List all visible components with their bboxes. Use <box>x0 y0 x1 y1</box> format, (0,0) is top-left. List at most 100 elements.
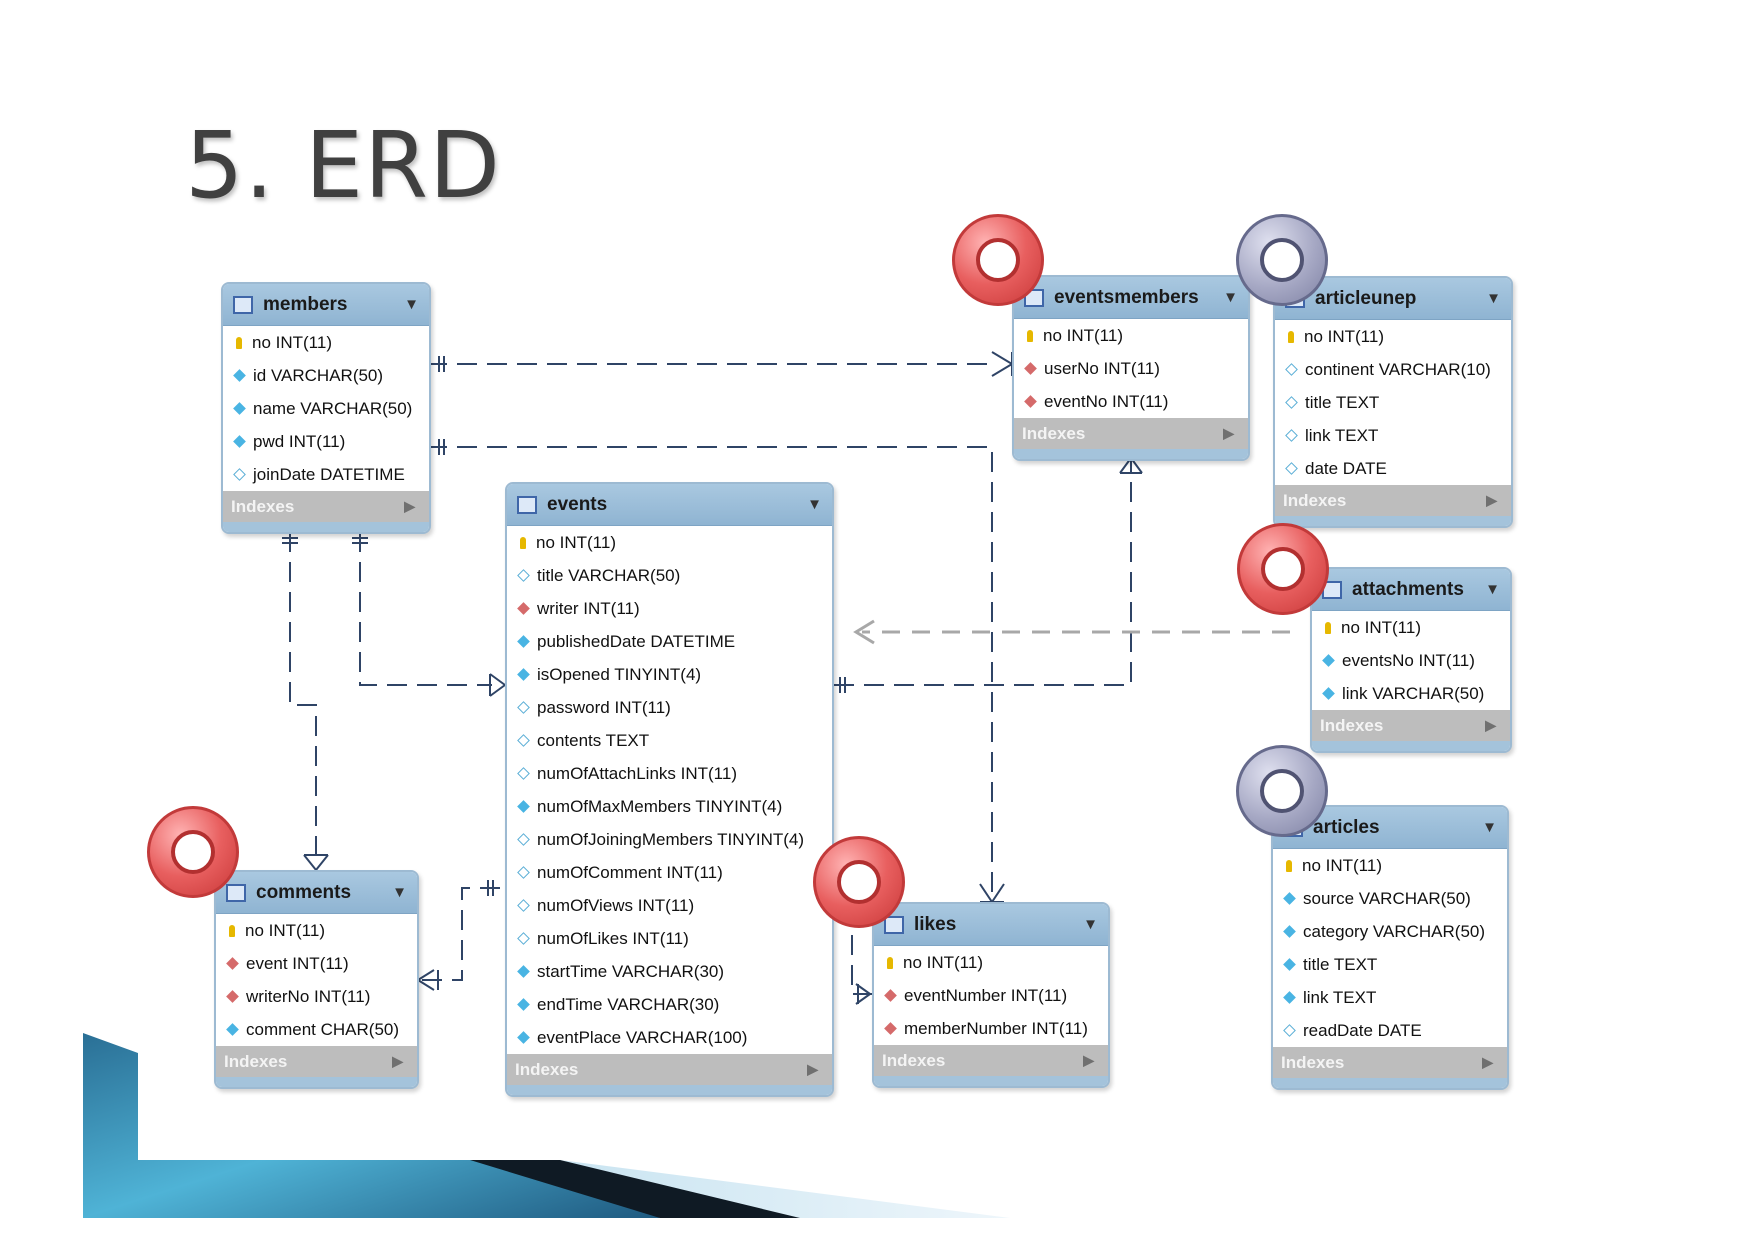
column-row[interactable]: eventNumber INT(11) <box>874 979 1108 1012</box>
column-row[interactable]: no INT(11) <box>1014 319 1248 352</box>
column-label: no INT(11) <box>245 920 325 940</box>
column-row[interactable]: no INT(11) <box>874 946 1108 979</box>
column-row[interactable]: no INT(11) <box>1273 849 1507 882</box>
indexes-bar[interactable]: Indexes▶ <box>1014 418 1248 449</box>
table-articles[interactable]: articles ▼ no INT(11)source VARCHAR(50)c… <box>1271 805 1509 1090</box>
column-label: readDate DATE <box>1303 1020 1422 1040</box>
rel-events-comments <box>418 887 500 981</box>
table-header[interactable]: eventsmembers ▼ <box>1014 277 1248 319</box>
collapse-arrow-icon[interactable]: ▼ <box>807 496 822 513</box>
collapse-arrow-icon[interactable]: ▼ <box>1482 819 1497 836</box>
column-label: joinDate DATETIME <box>253 464 405 484</box>
column-label: eventNumber INT(11) <box>904 985 1068 1005</box>
table-footer <box>216 1077 417 1087</box>
column-row[interactable]: writer INT(11) <box>507 592 832 625</box>
column-row[interactable]: password INT(11) <box>507 691 832 724</box>
column-row[interactable]: no INT(11) <box>507 526 832 559</box>
column-filled-diamond-icon <box>233 369 246 382</box>
indexes-bar[interactable]: Indexes▶ <box>223 491 429 522</box>
column-label: eventPlace VARCHAR(100) <box>537 1027 748 1047</box>
table-header[interactable]: likes ▼ <box>874 904 1108 946</box>
indexes-bar[interactable]: Indexes▶ <box>216 1046 417 1077</box>
column-row[interactable]: endTime VARCHAR(30) <box>507 988 832 1021</box>
column-row[interactable]: eventsNo INT(11) <box>1312 644 1510 677</box>
column-label: link TEXT <box>1305 425 1379 445</box>
column-row[interactable]: numOfComment INT(11) <box>507 856 832 889</box>
column-row[interactable]: name VARCHAR(50) <box>223 392 429 425</box>
table-comments[interactable]: comments ▼ no INT(11) event INT(11)writer… <box>214 870 419 1089</box>
column-row[interactable]: startTime VARCHAR(30) <box>507 955 832 988</box>
table-attachments[interactable]: attachments ▼ no INT(11)eventsNo INT(11)… <box>1310 567 1512 753</box>
column-row[interactable]: comment CHAR(50) <box>216 1013 417 1046</box>
collapse-arrow-icon[interactable]: ▼ <box>1486 290 1501 307</box>
column-row[interactable]: id VARCHAR(50) <box>223 359 429 392</box>
table-header[interactable]: articleunep ▼ <box>1275 278 1511 320</box>
column-row[interactable]: writerNo INT(11) <box>216 980 417 1013</box>
column-label: password INT(11) <box>537 697 671 717</box>
column-row[interactable]: contents TEXT <box>507 724 832 757</box>
table-likes[interactable]: likes ▼ no INT(11) eventNumber INT(11) mem… <box>872 902 1110 1088</box>
column-row[interactable]: title VARCHAR(50) <box>507 559 832 592</box>
column-row[interactable]: eventPlace VARCHAR(100) <box>507 1021 832 1054</box>
column-row[interactable]: no INT(11) <box>1275 320 1511 353</box>
table-members[interactable]: members ▼ no INT(11)id VARCHAR(50)name V… <box>221 282 431 534</box>
column-row[interactable]: readDate DATE <box>1273 1014 1507 1047</box>
column-row[interactable]: no INT(11) <box>1312 611 1510 644</box>
column-row[interactable]: link VARCHAR(50) <box>1312 677 1510 710</box>
column-row[interactable]: link TEXT <box>1273 981 1507 1014</box>
indexes-bar[interactable]: Indexes▶ <box>1275 485 1511 516</box>
column-row[interactable]: isOpened TINYINT(4) <box>507 658 832 691</box>
column-label: pwd INT(11) <box>253 431 346 451</box>
expand-arrow-icon: ▶ <box>1485 717 1496 733</box>
column-row[interactable]: title TEXT <box>1275 386 1511 419</box>
table-articleunep[interactable]: articleunep ▼ no INT(11)continent VARCHA… <box>1273 276 1513 528</box>
foreign-key-diamond-icon <box>517 602 530 615</box>
column-row[interactable]: joinDate DATETIME <box>223 458 429 491</box>
indexes-bar[interactable]: Indexes▶ <box>1312 710 1510 741</box>
table-footer <box>1275 516 1511 526</box>
indexes-bar[interactable]: Indexes▶ <box>874 1045 1108 1076</box>
collapse-arrow-icon[interactable]: ▼ <box>392 884 407 901</box>
column-row[interactable]: date DATE <box>1275 452 1511 485</box>
inferred-arrowhead <box>853 619 875 645</box>
column-row[interactable]: numOfMaxMembers TINYINT(4) <box>507 790 832 823</box>
collapse-arrow-icon[interactable]: ▼ <box>1083 916 1098 933</box>
column-row[interactable]: numOfAttachLinks INT(11) <box>507 757 832 790</box>
column-row[interactable]: publishedDate DATETIME <box>507 625 832 658</box>
column-row[interactable]: event INT(11) <box>216 947 417 980</box>
column-filled-diamond-icon <box>226 1023 239 1036</box>
column-row[interactable]: continent VARCHAR(10) <box>1275 353 1511 386</box>
primary-key-icon <box>229 924 235 937</box>
column-row[interactable]: no INT(11) <box>216 914 417 947</box>
table-events[interactable]: events ▼ no INT(11)title VARCHAR(50)writ… <box>505 482 834 1097</box>
collapse-arrow-icon[interactable]: ▼ <box>1485 581 1500 598</box>
indexes-bar[interactable]: Indexes▶ <box>507 1054 832 1085</box>
column-row[interactable]: source VARCHAR(50) <box>1273 882 1507 915</box>
table-header[interactable]: comments ▼ <box>216 872 417 914</box>
indexes-label: Indexes <box>1283 490 1347 510</box>
collapse-arrow-icon[interactable]: ▼ <box>404 296 419 313</box>
column-row[interactable]: numOfJoiningMembers TINYINT(4) <box>507 823 832 856</box>
table-header[interactable]: attachments ▼ <box>1312 569 1510 611</box>
column-row[interactable]: pwd INT(11) <box>223 425 429 458</box>
column-row[interactable]: userNo INT(11) <box>1014 352 1248 385</box>
column-label: isOpened TINYINT(4) <box>537 664 702 684</box>
column-row[interactable]: numOfLikes INT(11) <box>507 922 832 955</box>
column-label: startTime VARCHAR(30) <box>537 961 725 981</box>
column-row[interactable]: title TEXT <box>1273 948 1507 981</box>
collapse-arrow-icon[interactable]: ▼ <box>1223 289 1238 306</box>
column-hollow-diamond-icon <box>517 932 530 945</box>
indexes-bar[interactable]: Indexes▶ <box>1273 1047 1507 1078</box>
column-hollow-diamond-icon <box>1285 429 1298 442</box>
column-label: comment CHAR(50) <box>246 1019 400 1039</box>
column-row[interactable]: category VARCHAR(50) <box>1273 915 1507 948</box>
column-row[interactable]: memberNumber INT(11) <box>874 1012 1108 1045</box>
column-row[interactable]: eventNo INT(11) <box>1014 385 1248 418</box>
column-row[interactable]: link TEXT <box>1275 419 1511 452</box>
column-row[interactable]: numOfViews INT(11) <box>507 889 832 922</box>
table-eventsmembers[interactable]: eventsmembers ▼ no INT(11)userNo INT(11)… <box>1012 275 1250 461</box>
table-header[interactable]: events ▼ <box>507 484 832 526</box>
table-icon <box>226 883 246 902</box>
column-row[interactable]: no INT(11) <box>223 326 429 359</box>
table-header[interactable]: members ▼ <box>223 284 429 326</box>
